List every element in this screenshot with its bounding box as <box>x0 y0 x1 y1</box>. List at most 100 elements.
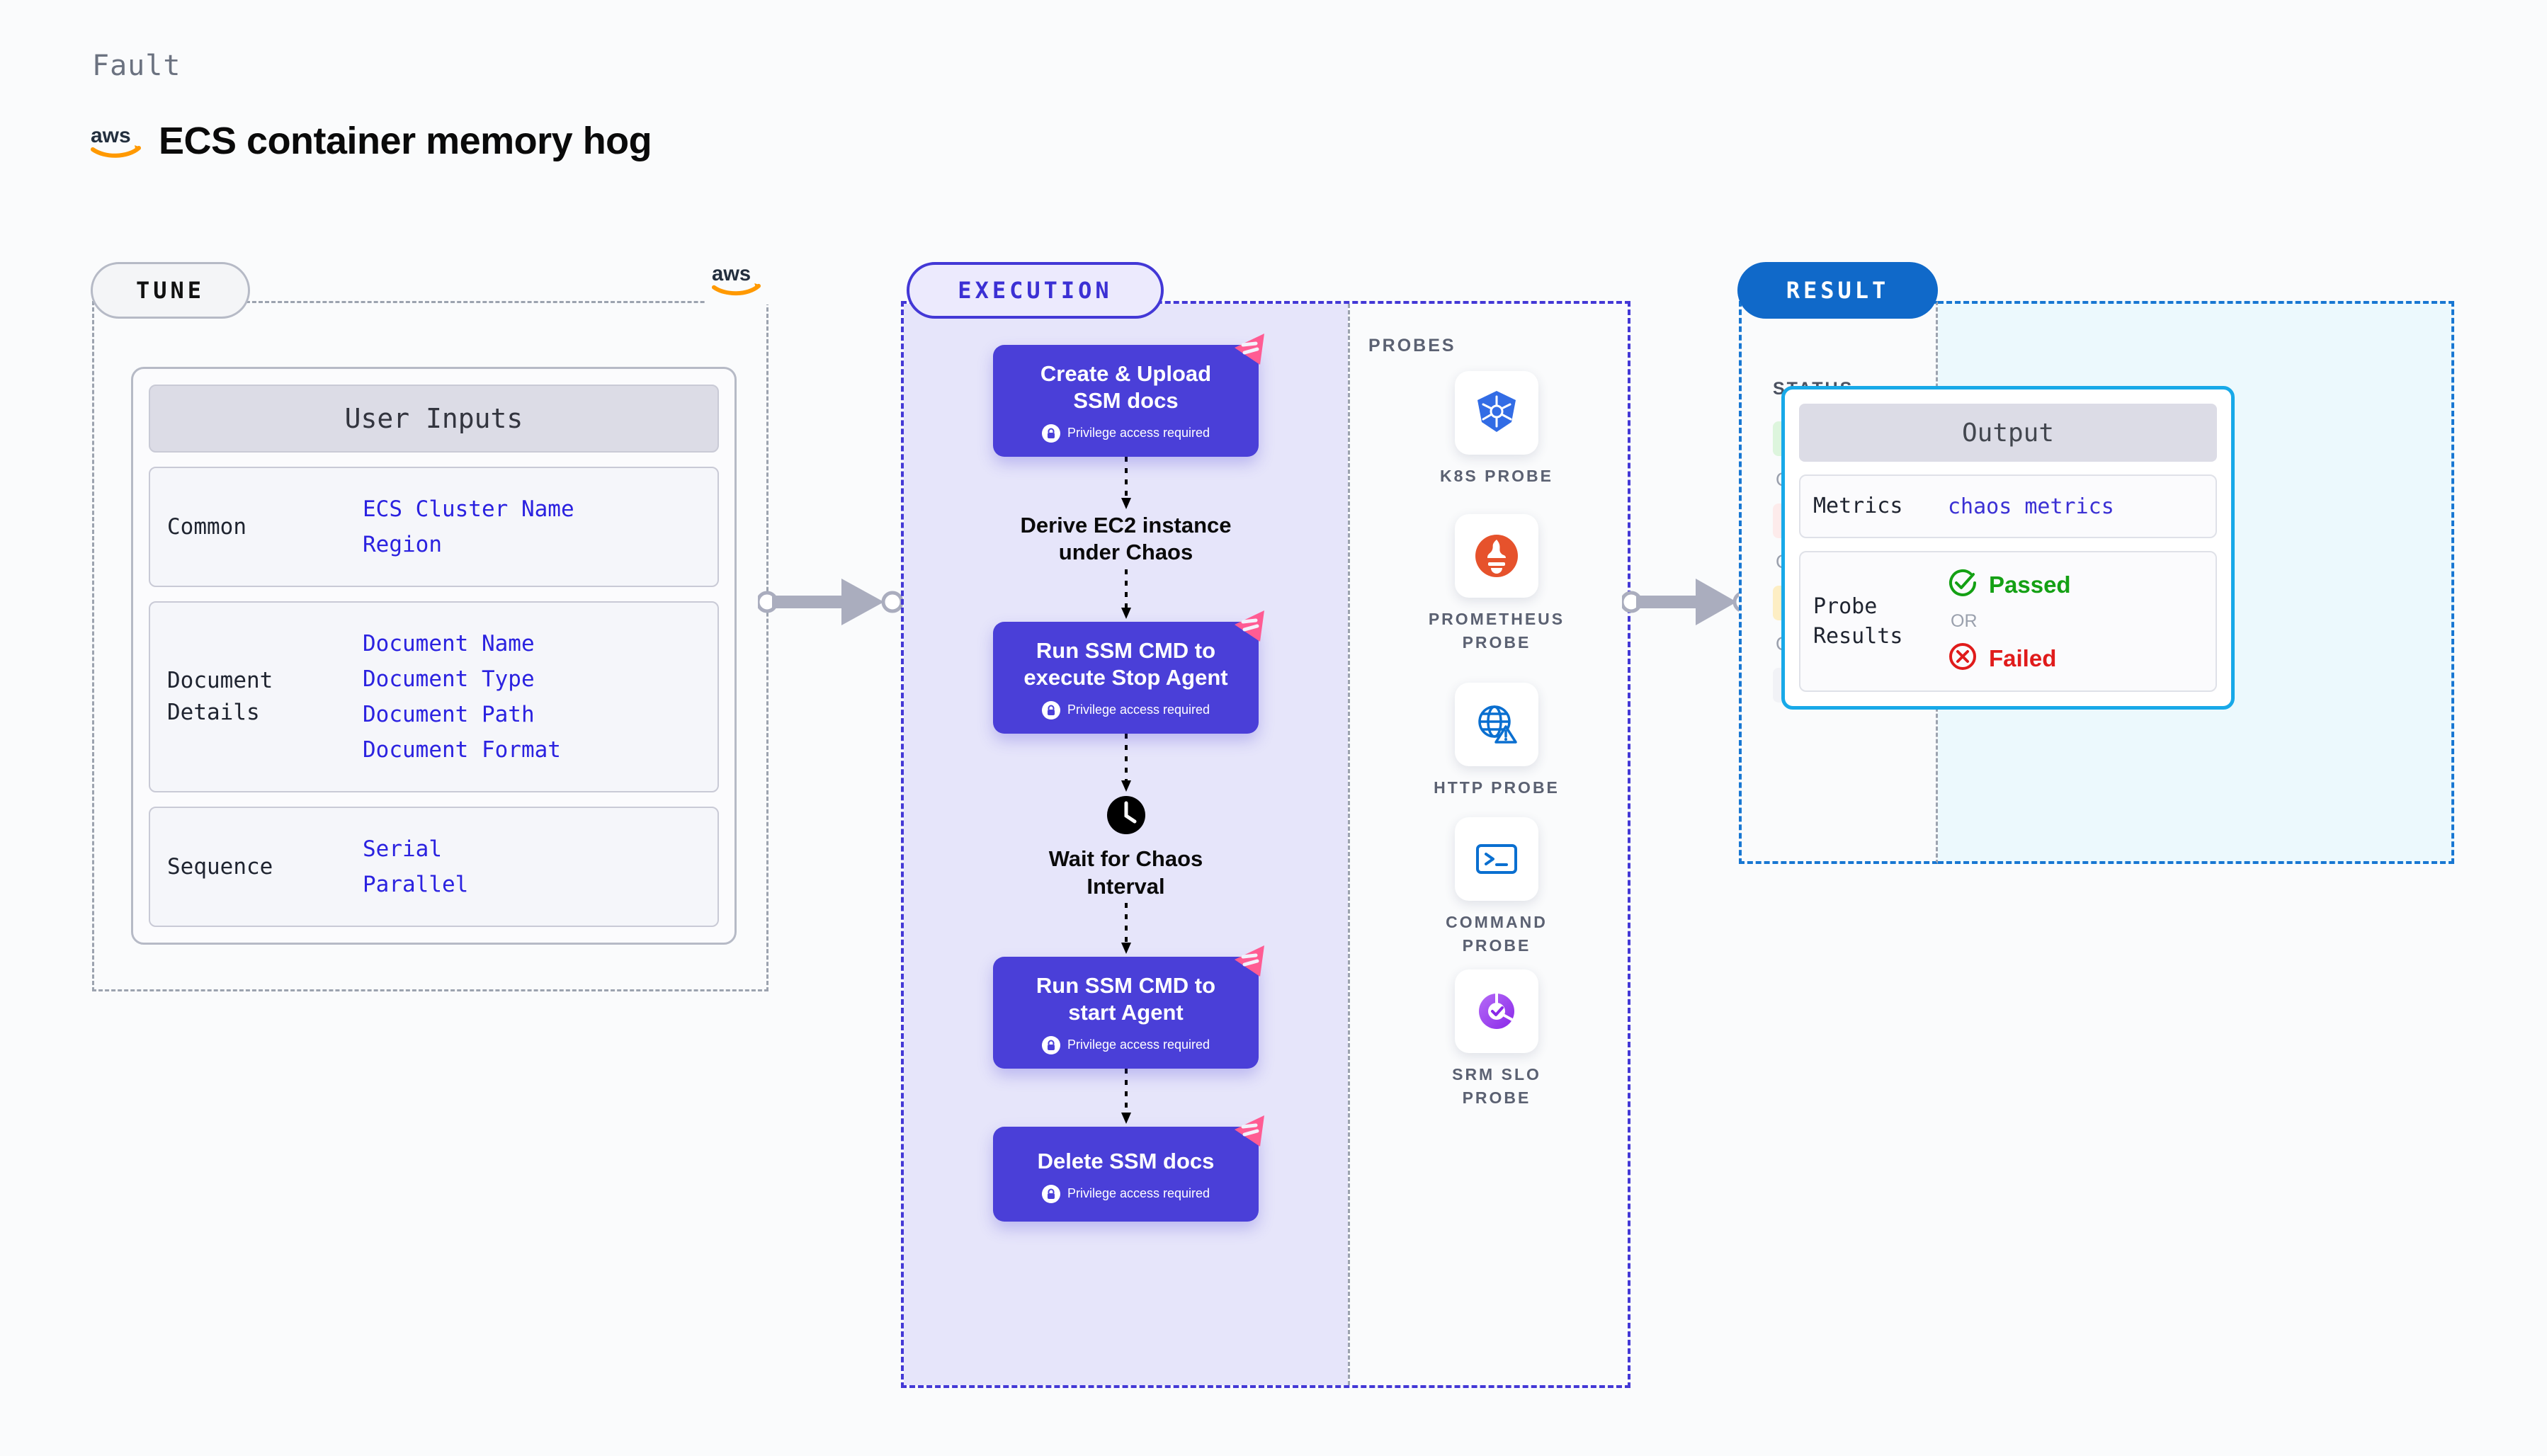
input-group-document-details: Document Details Document Name Document … <box>149 601 719 792</box>
flow-step-plain: Wait for Chaos Interval <box>904 795 1348 901</box>
privilege-note-label: Privilege access required <box>1067 426 1210 440</box>
probe-k8s[interactable]: K8S PROBE <box>1415 371 1578 488</box>
input-option[interactable]: Document Path <box>363 702 535 727</box>
execution-flow: Create & Upload SSM docs Privilege acces… <box>904 304 1348 1222</box>
flow-step-plain: Derive EC2 instance under Chaos <box>904 512 1348 567</box>
input-group-common: Common ECS Cluster Name Region <box>149 467 719 587</box>
input-group-values: Document Name Document Type Document Pat… <box>363 621 717 773</box>
page-kicker: Fault <box>92 50 181 82</box>
clock-icon <box>1106 795 1145 834</box>
lock-icon <box>1041 1184 1060 1203</box>
input-option[interactable]: Document Format <box>363 737 561 763</box>
probe-prometheus[interactable]: PROMETHEUS PROBE <box>1415 514 1578 655</box>
output-title: Output <box>1799 404 2217 462</box>
flow-arrow <box>1121 1068 1131 1124</box>
result-panel: STATUS COMPLETED OR ERRORED OR QUEUED OR… <box>1739 301 2454 864</box>
input-option[interactable]: Region <box>363 532 442 557</box>
terminal-icon <box>1455 817 1538 901</box>
probe-http[interactable]: HTTP PROBE <box>1415 683 1578 800</box>
probe-result-passed: Passed <box>1948 568 2216 601</box>
flow-step-card[interactable]: Run SSM CMD to execute Stop Agent Privil… <box>993 610 1264 734</box>
privilege-note: Privilege access required <box>1004 1035 1247 1054</box>
input-option[interactable]: Serial <box>363 836 442 862</box>
http-globe-warning-icon <box>1455 683 1538 766</box>
failed-label: Failed <box>1989 644 2057 671</box>
output-card: Output Metrics chaos metrics Probe Resul… <box>1781 386 2235 710</box>
privilege-note: Privilege access required <box>1004 1184 1247 1203</box>
flow-arrow <box>1121 903 1131 955</box>
execution-badge: EXECUTION <box>907 262 1164 319</box>
user-inputs-card: User Inputs Common ECS Cluster Name Regi… <box>131 367 737 945</box>
metrics-values: chaos metrics <box>1948 494 2216 519</box>
litmus-chaos-icon <box>1229 1111 1270 1156</box>
srm-slo-icon <box>1455 969 1538 1053</box>
probe-label: COMMAND PROBE <box>1446 913 1548 955</box>
kubernetes-icon <box>1455 371 1538 455</box>
litmus-chaos-icon <box>1229 606 1270 651</box>
user-inputs-title: User Inputs <box>149 385 719 453</box>
flow-step-card[interactable]: Run SSM CMD to start Agent Privilege acc… <box>993 945 1264 1069</box>
flow-step-title: Run SSM CMD to execute Stop Agent <box>1023 638 1228 690</box>
input-group-values: Serial Parallel <box>363 826 717 907</box>
flow-arrow <box>1121 569 1131 620</box>
litmus-chaos-icon <box>1229 329 1270 374</box>
probe-result-or-label: OR <box>1951 611 1978 631</box>
tune-aws-logo-icon: aws <box>705 258 768 305</box>
lock-icon <box>1041 1035 1060 1054</box>
flow-step-title: Delete SSM docs <box>1037 1148 1215 1173</box>
svg-text:aws: aws <box>712 263 751 285</box>
output-group-metrics: Metrics chaos metrics <box>1799 474 2217 538</box>
probes-header: PROBES <box>1368 336 1456 356</box>
x-circle-icon <box>1948 642 1978 675</box>
probe-label: PROMETHEUS PROBE <box>1428 610 1565 652</box>
flow-step-title: Wait for Chaos Interval <box>1048 846 1203 899</box>
input-option[interactable]: Parallel <box>363 872 469 897</box>
execution-panel: Create & Upload SSM docs Privilege acces… <box>901 301 1630 1388</box>
privilege-note-label: Privilege access required <box>1067 1037 1210 1052</box>
lock-icon <box>1041 700 1060 720</box>
flow-step-title: Derive EC2 instance under Chaos <box>1020 512 1232 565</box>
flow-arrow <box>1121 733 1131 792</box>
page-title: ECS container memory hog <box>159 120 652 162</box>
prometheus-icon <box>1455 514 1538 598</box>
result-badge: RESULT <box>1737 262 1938 319</box>
input-group-sequence: Sequence Serial Parallel <box>149 807 719 927</box>
privilege-note: Privilege access required <box>1004 423 1247 443</box>
probe-srm-slo[interactable]: SRM SLO PROBE <box>1415 969 1578 1110</box>
aws-logo-icon: aws <box>91 124 142 158</box>
probe-command[interactable]: COMMAND PROBE <box>1415 817 1578 958</box>
output-group-probe-results: Probe Results Passed OR <box>1799 551 2217 692</box>
connector-execution-to-result <box>1620 570 1757 637</box>
page-title-row: aws ECS container memory hog <box>91 119 652 163</box>
flow-step-title: Create & Upload SSM docs <box>1040 361 1212 413</box>
flow-step-card[interactable]: Delete SSM docs Privilege access require… <box>993 1115 1264 1222</box>
tune-panel: User Inputs Common ECS Cluster Name Regi… <box>92 301 768 991</box>
privilege-note: Privilege access required <box>1004 700 1247 720</box>
input-group-values: ECS Cluster Name Region <box>363 487 717 567</box>
input-option[interactable]: Document Type <box>363 666 535 692</box>
flow-step-card[interactable]: Create & Upload SSM docs Privilege acces… <box>993 334 1264 457</box>
probe-label: HTTP PROBE <box>1434 778 1560 797</box>
probe-label: K8S PROBE <box>1440 467 1553 485</box>
privilege-note-label: Privilege access required <box>1067 703 1210 717</box>
probe-results-label: Probe Results <box>1813 593 1903 649</box>
input-option[interactable]: ECS Cluster Name <box>363 496 574 522</box>
input-group-label: Common <box>167 513 246 540</box>
flow-step-title: Run SSM CMD to start Agent <box>1036 973 1216 1025</box>
svg-text:aws: aws <box>91 124 131 147</box>
lock-icon <box>1041 423 1060 443</box>
probe-result-failed: Failed <box>1948 642 2216 675</box>
passed-label: Passed <box>1989 571 2071 598</box>
input-option[interactable]: Document Name <box>363 631 535 656</box>
probe-results-values: Passed OR Failed <box>1948 568 2216 675</box>
check-circle-icon <box>1948 568 1978 601</box>
litmus-chaos-icon <box>1229 941 1270 986</box>
connector-tune-to-execution <box>756 570 907 637</box>
privilege-note-label: Privilege access required <box>1067 1186 1210 1201</box>
input-group-label: Document Details <box>167 668 273 725</box>
flow-arrow <box>1121 456 1131 509</box>
input-group-label: Sequence <box>167 853 273 880</box>
tune-badge: TUNE <box>91 262 250 319</box>
metrics-value[interactable]: chaos metrics <box>1948 494 2114 519</box>
